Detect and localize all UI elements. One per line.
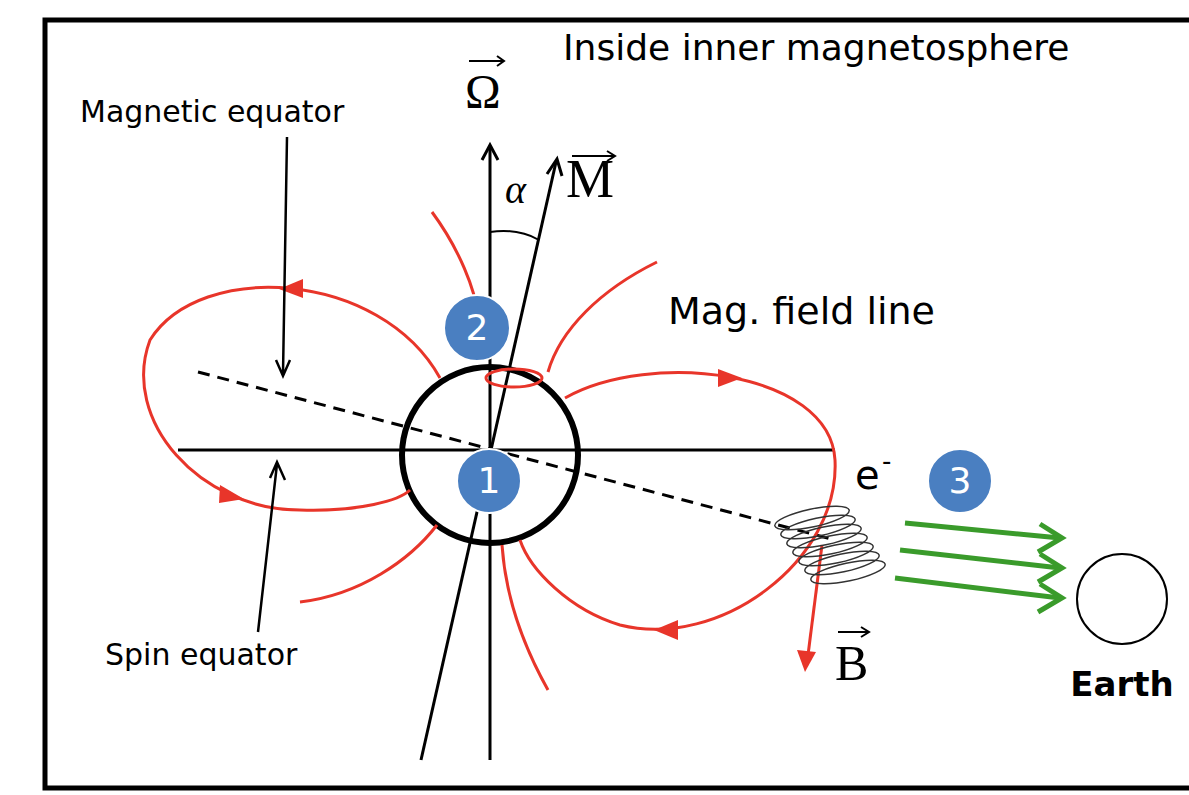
angle-symbol: α	[505, 170, 526, 210]
vector-arrows	[469, 56, 869, 637]
planet-name: Earth	[1070, 667, 1173, 701]
vector-symbol: B	[835, 638, 868, 688]
leader-arrows	[258, 137, 290, 632]
arrowhead	[654, 620, 678, 640]
charge-sign: -	[882, 448, 891, 474]
axis-symbol: M	[566, 152, 614, 206]
arrowhead	[219, 485, 244, 503]
neutron-star	[402, 367, 578, 543]
callout-number: 1	[456, 448, 522, 514]
field-line-open	[300, 525, 437, 602]
spin-axis-head	[482, 145, 498, 160]
magnetic-equator-line	[198, 372, 835, 540]
annotation-text: Magnetic equator	[80, 97, 344, 127]
magnetic-axis-head	[547, 159, 562, 176]
field-loop-right	[520, 373, 835, 630]
electron-gyration	[773, 501, 887, 588]
frame	[45, 20, 1189, 788]
field-line-open	[548, 262, 657, 372]
axis-symbol: Ω	[465, 68, 501, 116]
emission-arrows	[895, 523, 1062, 612]
magnetic-axis	[421, 162, 556, 760]
polar-cap-ring	[486, 369, 542, 387]
angle-arc	[490, 231, 539, 240]
diagram-title: Inside inner magnetosphere	[563, 30, 1069, 66]
planet-circle	[1077, 554, 1167, 644]
arrowhead	[718, 369, 742, 387]
particle-symbol: e	[855, 455, 880, 495]
field-lines	[144, 212, 836, 690]
callout-label: 3	[949, 463, 972, 499]
planet-node: Earth	[1062, 551, 1182, 701]
arrowhead	[279, 279, 303, 298]
annotation-text: Mag. field line	[668, 292, 935, 330]
callout-number: 2	[443, 294, 511, 362]
arrowhead	[797, 650, 816, 672]
callout-number: 3	[927, 448, 993, 514]
spin-equator-line	[178, 449, 835, 452]
callout-label: 2	[466, 310, 489, 346]
field-arrowheads	[219, 279, 816, 672]
field-line-open	[502, 545, 548, 690]
planet-outline	[1074, 551, 1170, 647]
annotation-text: Spin equator	[105, 640, 297, 670]
callout-label: 1	[478, 463, 501, 499]
field-loop-left	[144, 287, 440, 510]
